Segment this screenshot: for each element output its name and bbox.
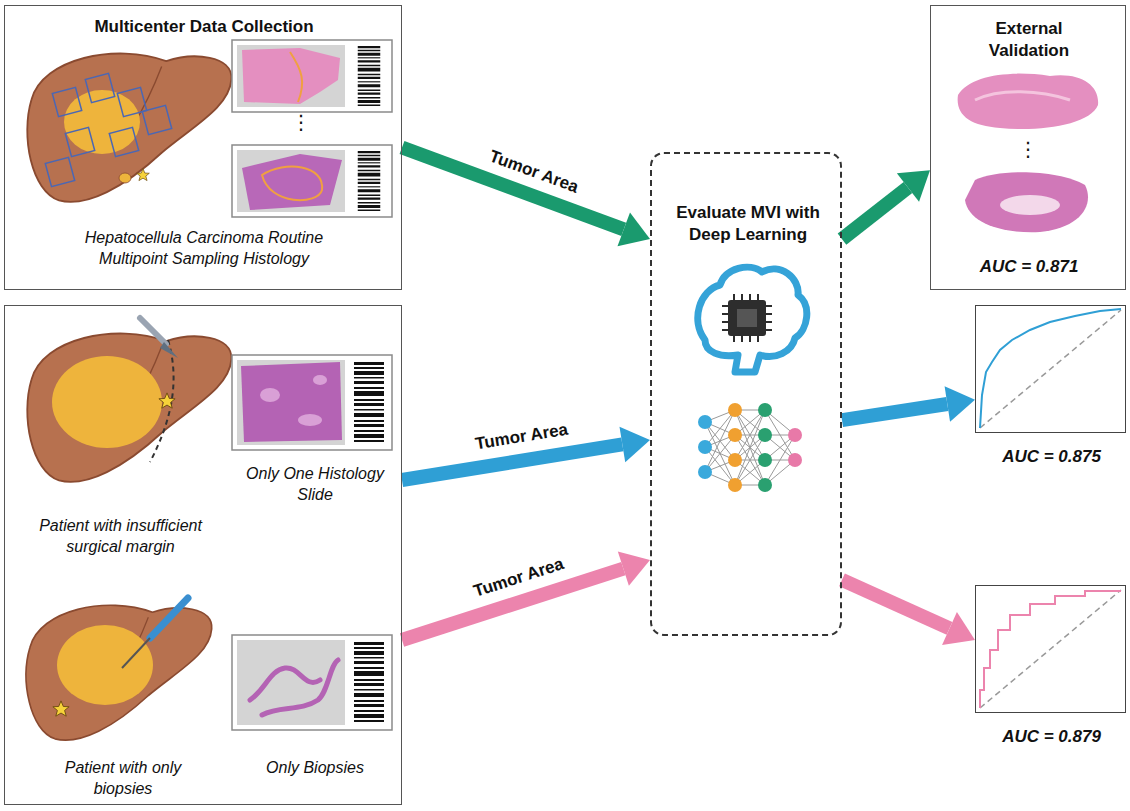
arrow-head [942,612,975,645]
arrow-head [945,386,975,422]
box-text: Only One Histology Slide [245,464,385,506]
roc-box: AUC = 0.879 [975,585,1126,713]
text-holder: Hepatocellula Carcinoma Routine Multipoi… [54,228,354,270]
arrow-shaft [842,580,949,629]
text-holder: Tumor Area [471,554,566,602]
box-text: Only Biopsies [245,758,385,779]
box-heading: External Validation [969,18,1089,62]
text-holder: External Validation [969,18,1089,62]
arrow-shaft [842,404,947,420]
box-heading: Patient with insufficient surgical margi… [23,516,218,558]
flow-arrow [842,386,975,422]
arrow-head [617,213,650,247]
arrow-head [619,427,650,463]
box-heading: Evaluate MVI with Deep Learning [662,202,834,246]
text-holder: AUC = 0.871 [931,256,1127,278]
text-holder: AUC = 0.875 [966,446,1130,468]
ellipsis-mark: ⋮ [1017,137,1039,161]
edge-label: Tumor Area [474,420,570,455]
model-box: Evaluate MVI with Deep Learning [650,152,842,636]
arrow-head [897,170,930,201]
text-holder: Only Biopsies [245,758,385,779]
text-holder: Evaluate MVI with Deep Learning [662,202,834,246]
text-holder: Tumor Area [474,420,570,455]
box-text: Patient with only biopsies [43,758,203,800]
text-holder: Patient with insufficient surgical margi… [23,516,218,558]
edge-label: Tumor Area [471,554,566,602]
panel-box: Patient with insufficient surgical margi… [4,305,402,805]
flow-arrow [842,580,975,645]
box-text: Hepatocellula Carcinoma Routine Multipoi… [54,228,354,270]
box-heading: AUC = 0.879 [966,726,1130,748]
text-holder: AUC = 0.879 [966,726,1130,748]
text-holder: Only One Histology Slide [245,464,385,506]
text-holder: Patient with only biopsies [43,758,203,800]
text-holder: ⋮ [1017,137,1039,161]
text-holder: ⋮ [290,110,312,134]
arrow-shaft [842,188,908,240]
arrow-head [618,551,650,585]
text-holder: Multicenter Data Collection [5,16,403,38]
roc-box: AUC = 0.875 [975,305,1126,433]
text-holder: Tumor Area [486,146,581,198]
box-heading: AUC = 0.875 [966,446,1130,468]
edge-label: Tumor Area [486,146,581,198]
arrow-shaft [402,444,622,480]
flow-arrow [402,551,650,640]
box-heading: Multicenter Data Collection [5,16,403,38]
box-text: AUC = 0.871 [931,256,1127,278]
panel-box: Multicenter Data CollectionHepatocellula… [4,5,402,290]
ellipsis-mark: ⋮ [290,110,312,134]
flow-arrow [842,170,930,239]
